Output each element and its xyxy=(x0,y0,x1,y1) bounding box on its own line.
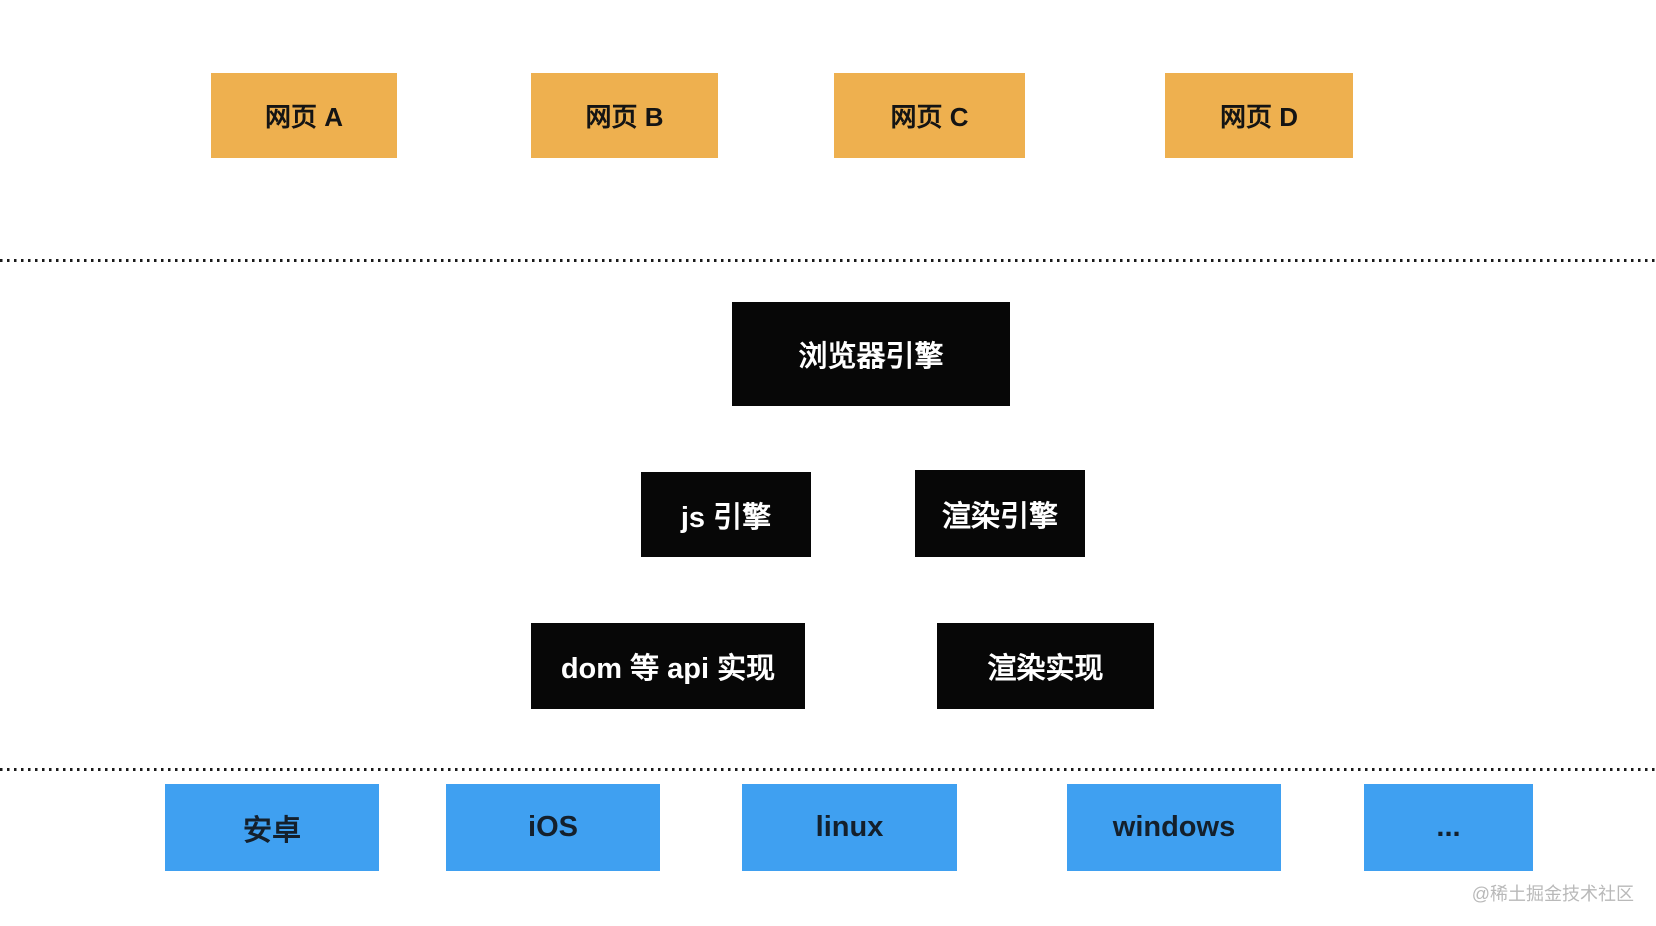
platform-linux-box: linux xyxy=(742,784,957,871)
webpage-b-box: 网页 B xyxy=(531,73,718,158)
render-engine-box: 渲染引擎 xyxy=(915,470,1085,557)
webpage-c-box: 网页 C xyxy=(834,73,1025,158)
browser-engine-box: 浏览器引擎 xyxy=(732,302,1010,406)
platform-ios-box: iOS xyxy=(446,784,660,871)
dom-api-implementation-box: dom 等 api 实现 xyxy=(531,623,805,709)
webpage-d-box: 网页 D xyxy=(1165,73,1353,158)
separator-line-bottom xyxy=(0,768,1656,771)
juejin-watermark: @稀土掘金技术社区 xyxy=(1471,884,1634,904)
separator-line-top xyxy=(0,259,1656,262)
webpage-a-box: 网页 A xyxy=(211,73,397,158)
platform-windows-box: windows xyxy=(1067,784,1281,871)
platform-others-box: ... xyxy=(1364,784,1533,871)
platform-android-box: 安卓 xyxy=(165,784,379,871)
js-engine-box: js 引擎 xyxy=(641,472,811,557)
render-implementation-box: 渲染实现 xyxy=(937,623,1154,709)
